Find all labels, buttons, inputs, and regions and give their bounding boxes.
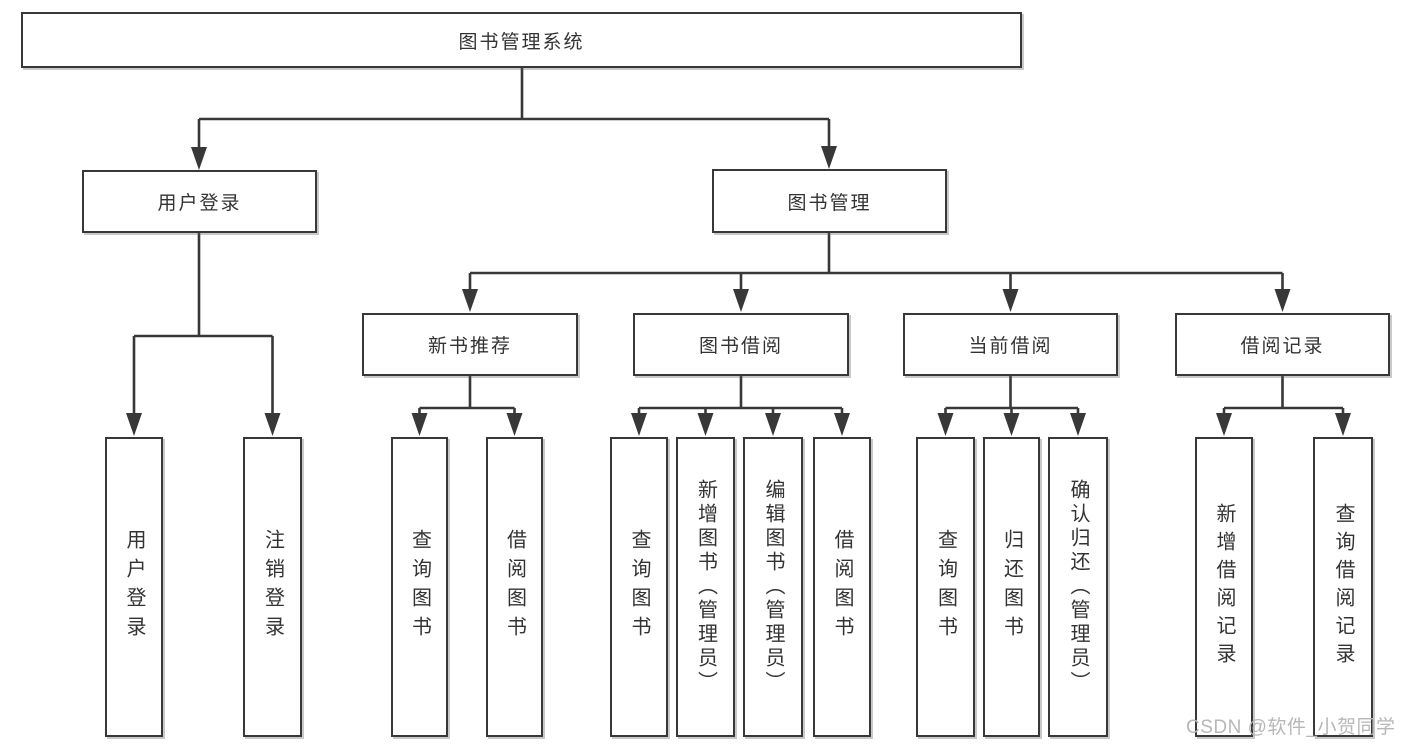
- node-root-label: 图书管理系统: [458, 31, 585, 53]
- leaf-add-borrow-record: 新增借阅记录: [1195, 437, 1253, 737]
- leaf-add-book-admin-label: 新增图书（管理员）: [694, 479, 717, 695]
- leaf-borrow-book-label: 借阅图书: [831, 529, 853, 645]
- leaf-edit-book-admin-label: 编辑图书（管理员）: [762, 479, 784, 695]
- leaf-user-login: 用户登录: [105, 437, 163, 737]
- leaf-recommend-query-book: 查询图书: [391, 437, 448, 737]
- leaf-return-book: 归还图书: [983, 437, 1040, 737]
- leaf-borrow-query-book-label: 查询图书: [628, 529, 650, 645]
- node-root: 图书管理系统: [21, 12, 1022, 68]
- leaf-confirm-return-admin-label: 确认归还（管理员）: [1067, 479, 1089, 695]
- leaf-current-query-book-label: 查询图书: [934, 529, 957, 645]
- leaf-add-book-admin: 新增图书（管理员）: [676, 437, 735, 737]
- leaf-logout: 注销登录: [243, 437, 302, 737]
- leaf-add-borrow-record-label: 新增借阅记录: [1213, 503, 1235, 671]
- leaf-query-borrow-record-label: 查询借阅记录: [1332, 503, 1354, 671]
- node-book-borrow: 图书借阅: [633, 313, 849, 376]
- node-current-borrow: 当前借阅: [903, 313, 1118, 376]
- leaf-borrow-book: 借阅图书: [813, 437, 871, 737]
- node-new-book-recommend-label: 新书推荐: [427, 336, 512, 357]
- leaf-borrow-query-book: 查询图书: [610, 437, 668, 737]
- leaf-return-book-label: 归还图书: [1000, 529, 1023, 645]
- node-book-management-label: 图书管理: [787, 192, 872, 214]
- leaf-query-borrow-record: 查询借阅记录: [1313, 437, 1373, 737]
- leaf-edit-book-admin: 编辑图书（管理员）: [743, 437, 803, 737]
- leaf-recommend-borrow-book: 借阅图书: [486, 437, 543, 737]
- leaf-user-login-label: 用户登录: [123, 529, 145, 645]
- leaf-confirm-return-admin: 确认归还（管理员）: [1048, 437, 1108, 737]
- leaf-recommend-borrow-book-label: 借阅图书: [503, 529, 526, 645]
- node-book-borrow-label: 图书借阅: [698, 336, 783, 357]
- node-user-login-label: 用户登录: [157, 193, 242, 214]
- node-user-login: 用户登录: [82, 170, 317, 233]
- leaf-recommend-query-book-label: 查询图书: [408, 529, 431, 645]
- arrowhead-icons: [126, 146, 1351, 436]
- node-new-book-recommend: 新书推荐: [362, 313, 578, 376]
- watermark: CSDN @软件_小贺同学: [1186, 717, 1396, 738]
- leaf-logout-label: 注销登录: [261, 529, 284, 645]
- node-current-borrow-label: 当前借阅: [968, 336, 1053, 357]
- node-borrow-records-label: 借阅记录: [1240, 336, 1325, 357]
- node-book-management: 图书管理: [712, 169, 947, 233]
- leaf-current-query-book: 查询图书: [916, 437, 975, 737]
- node-borrow-records: 借阅记录: [1175, 313, 1390, 376]
